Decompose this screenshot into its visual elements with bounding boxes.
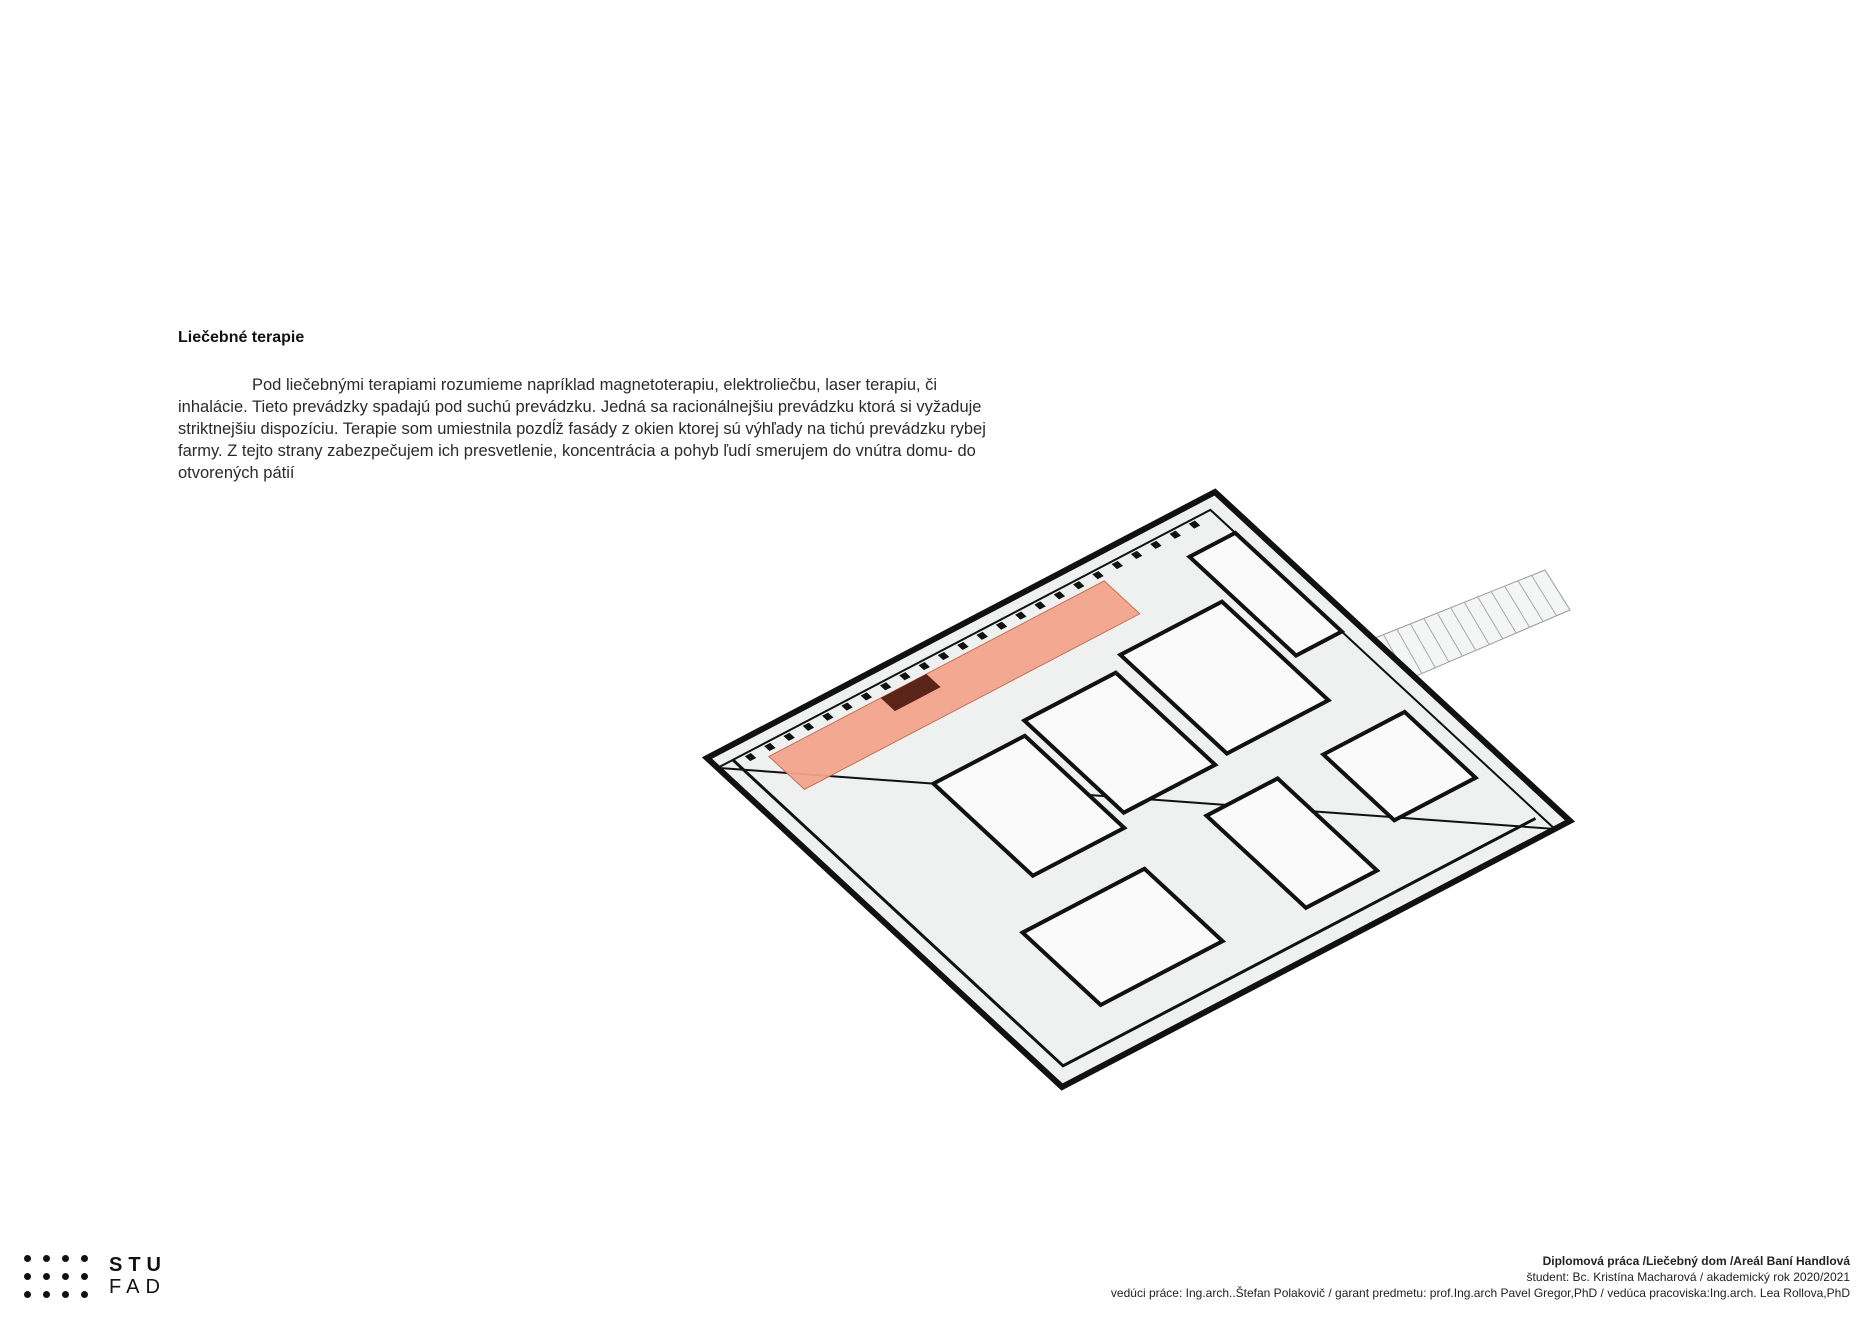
facade-pier xyxy=(976,631,988,640)
patio-1 xyxy=(933,736,1124,876)
facade-pier xyxy=(802,722,815,731)
facade-pier xyxy=(783,732,795,741)
facade-pier xyxy=(918,662,930,671)
facade-pier xyxy=(899,672,911,681)
facade-pier xyxy=(764,742,776,752)
pool-hall xyxy=(1207,778,1378,907)
stu-fad-logo: STU FAD xyxy=(24,1254,167,1298)
footer-supervisors: vedúci práce: Ing.arch..Štefan Polakovič… xyxy=(1110,1286,1850,1300)
paragraph-text: Pod liečebnými terapiami rozumieme naprí… xyxy=(178,376,986,482)
facade-pier xyxy=(1092,571,1104,580)
footer-student: študent: Bc. Kristína Macharová / akadem… xyxy=(1526,1270,1850,1284)
facade-pier xyxy=(1111,560,1124,570)
entrance-core xyxy=(1190,533,1342,656)
facade-pier xyxy=(1188,520,1201,529)
facade-wall xyxy=(733,513,1536,1066)
facade-pier xyxy=(957,641,969,650)
therapy-highlight xyxy=(769,581,1140,789)
facade-pier xyxy=(744,753,757,762)
footer-project-title: Diplomová práca /Liečebný dom /Areál Ban… xyxy=(1542,1254,1850,1268)
footer-credits: Diplomová práca /Liečebný dom /Areál Ban… xyxy=(1111,1253,1850,1301)
room-south xyxy=(1023,869,1223,1005)
therapy-highlight-dark-room xyxy=(880,673,941,712)
section-paragraph: Pod liečebnými terapiami rozumieme naprí… xyxy=(178,374,998,484)
patio-3 xyxy=(1120,602,1328,754)
facade-pier xyxy=(841,702,853,711)
section-title: Liečebné terapie xyxy=(178,329,305,346)
facade-pier xyxy=(937,651,950,661)
facade-pier xyxy=(1169,530,1181,539)
patio-2 xyxy=(1024,673,1215,813)
facade-pier xyxy=(822,712,834,721)
facade-pier xyxy=(1150,540,1162,549)
facade-pier xyxy=(1130,550,1143,559)
facade-pier xyxy=(1072,581,1085,590)
room-east xyxy=(1323,712,1475,820)
facade-pier xyxy=(1015,611,1027,620)
logo-stu: STU xyxy=(109,1254,167,1276)
facade-pier xyxy=(1053,591,1066,600)
logo-fad: FAD xyxy=(109,1276,166,1298)
facade-pier xyxy=(1034,601,1046,610)
logo-dots-icon xyxy=(24,1254,89,1298)
facade-pier xyxy=(879,682,892,691)
facade-pier xyxy=(995,621,1008,630)
facade-pier xyxy=(860,692,873,701)
